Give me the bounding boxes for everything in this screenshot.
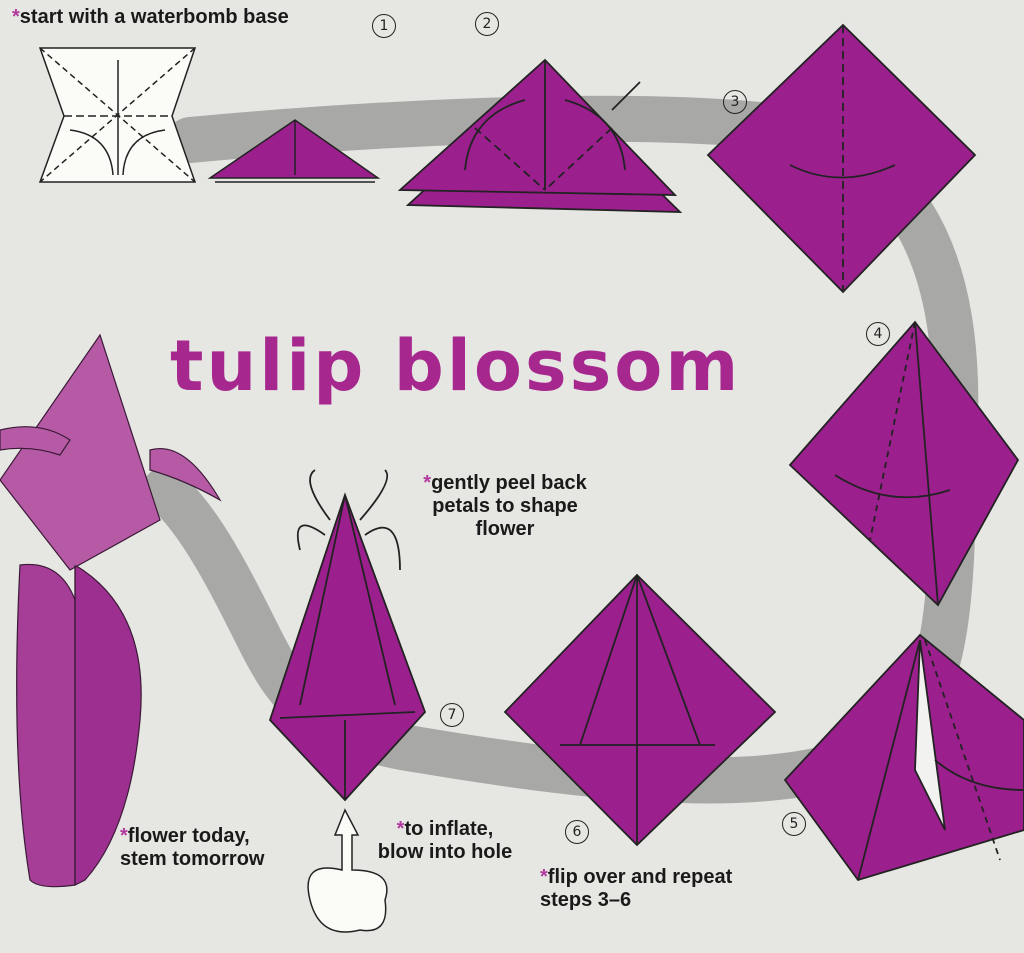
note-start-text: start with a waterbomb base: [19, 6, 289, 28]
note-flip-text: flip over and repeat steps 3–6: [540, 866, 733, 911]
step-1-number: 1: [372, 14, 396, 38]
step-3-number: 3: [723, 90, 747, 114]
step-3-figure: [706, 23, 977, 294]
step-4-number: 4: [866, 322, 890, 346]
note-inflate-text: to inflate, blow into hole: [377, 818, 513, 863]
note-flower-text: flower today, stem tomorrow: [120, 825, 265, 870]
asterisk: *: [12, 6, 20, 28]
step-1-figure: [207, 119, 381, 183]
note-inflate: *to inflate, blow into hole: [375, 818, 515, 864]
step-2-figure: [397, 58, 683, 213]
waterbomb-base-diagram: [38, 47, 197, 183]
asterisk: *: [120, 825, 128, 847]
asterisk: *: [540, 866, 548, 888]
page-title: tulip blossom: [170, 325, 742, 407]
note-flip: *flip over and repeat steps 3–6: [540, 866, 740, 912]
note-peel-text: gently peel back petals to shape flower: [431, 472, 587, 540]
step-6-figure: [503, 573, 777, 847]
step-7-figure: [268, 469, 427, 933]
note-start: *start with a waterbomb base: [12, 6, 289, 29]
asterisk: *: [423, 472, 432, 494]
step-2-number: 2: [475, 12, 499, 36]
step-4-figure: [788, 320, 1020, 607]
step-5-number: 5: [782, 812, 806, 836]
step-5-figure: [783, 633, 1024, 882]
step-7-number: 7: [440, 703, 464, 727]
note-peel: *gently peel back petals to shape flower: [405, 472, 605, 541]
step-6-number: 6: [565, 820, 589, 844]
note-flower: *flower today, stem tomorrow: [120, 825, 270, 871]
finished-tulip: [0, 333, 222, 888]
asterisk: *: [396, 818, 405, 840]
